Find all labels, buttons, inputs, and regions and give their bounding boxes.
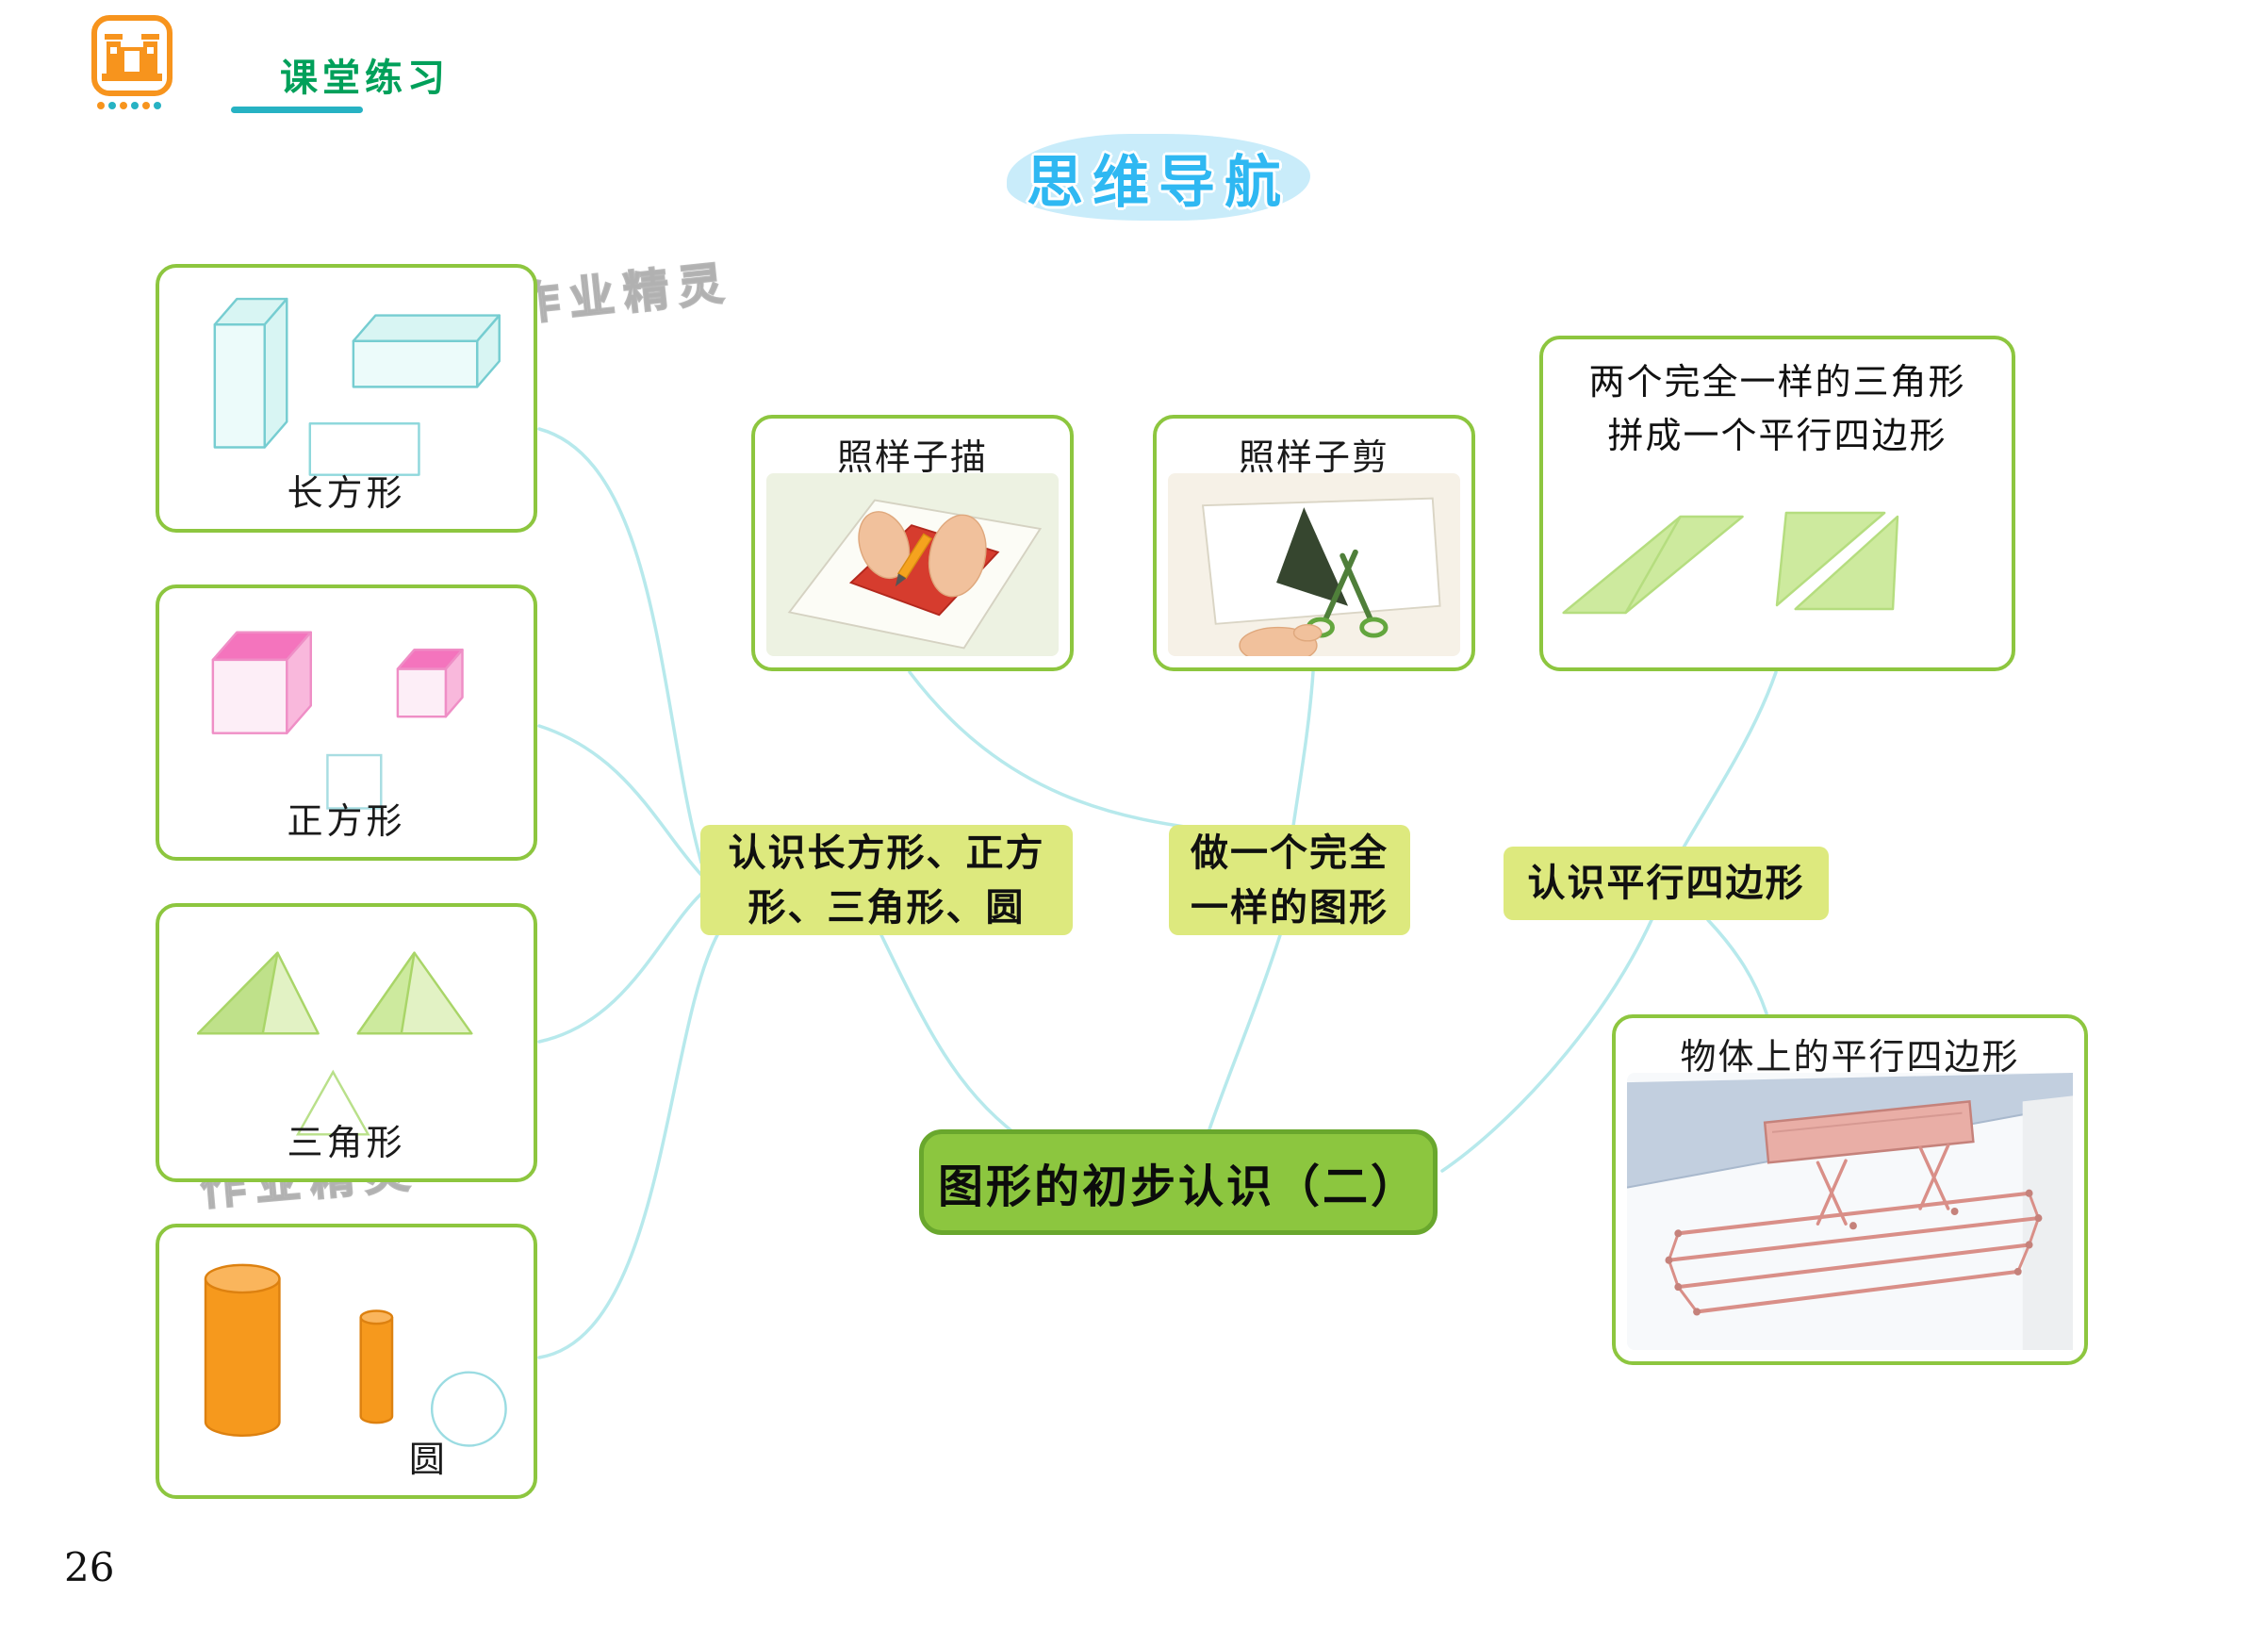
branch-line: 做一个完全 — [1191, 831, 1389, 874]
caption-line-2: 拼成一个平行四边形 — [1607, 417, 1948, 456]
central-topic-node: 图形的初步认识（二） — [919, 1129, 1438, 1235]
box-label-square: 正方形 — [287, 802, 406, 842]
header: 课堂练习 — [90, 13, 485, 113]
parallelogram-caption: 两个完全一样的三角形 拼成一个平行四边形 — [1543, 356, 2012, 464]
box-label-circle: 圆 — [408, 1440, 449, 1480]
trace-title: 照样子描 — [836, 438, 989, 478]
title-cloud-background — [1007, 134, 1310, 221]
cut-photo — [1168, 473, 1460, 656]
branch-line: 一样的图形 — [1191, 886, 1389, 929]
box-cut: 照样子剪 — [1153, 415, 1475, 671]
box-label-rectangle: 长方形 — [287, 474, 406, 514]
box-rectangles: 长方形 — [156, 264, 537, 533]
branch-line: 形、三角形、圆 — [748, 886, 1026, 929]
box-squares: 正方形 — [156, 584, 537, 861]
cut-title: 照样子剪 — [1238, 438, 1390, 478]
parallelogram-graphics — [1562, 511, 1899, 615]
page-title: 思维导航 — [1027, 150, 1290, 214]
school-logo-icon — [91, 15, 173, 109]
box-parallelogram-from-triangles: 两个完全一样的三角形 拼成一个平行四边形 — [1539, 336, 2015, 671]
caption-line-1: 两个完全一样的三角形 — [1588, 363, 1966, 403]
triangle-graphics — [196, 951, 473, 1136]
branch-recognize-shapes: 认识长方形、正方 形、三角形、圆 — [700, 825, 1073, 935]
box-circles: 圆 — [156, 1224, 537, 1499]
branch-recognize-parallelogram: 认识平行四边形 — [1504, 847, 1829, 920]
branch-line: 认识平行四边形 — [1527, 863, 1805, 904]
brand-underline — [231, 107, 363, 113]
cube-graphics — [211, 631, 464, 810]
drying-rack-photo — [1627, 1073, 2073, 1350]
box-triangles: 三角形 — [156, 903, 537, 1182]
cylinder-graphics — [204, 1263, 507, 1447]
brand-title: 课堂练习 — [280, 58, 450, 99]
branch-make-identical: 做一个完全 一样的图形 — [1169, 825, 1410, 935]
cuboid-graphics — [213, 297, 501, 476]
box-object-parallelogram: 物体上的平行四边形 — [1612, 1014, 2088, 1365]
box-label-triangle: 三角形 — [287, 1124, 406, 1163]
box-trace: 照样子描 — [751, 415, 1074, 671]
branch-line: 认识长方形、正方 — [728, 831, 1045, 874]
trace-photo — [766, 473, 1059, 656]
page-number: 26 — [64, 1544, 115, 1590]
object-box-title: 物体上的平行四边形 — [1680, 1038, 2020, 1078]
